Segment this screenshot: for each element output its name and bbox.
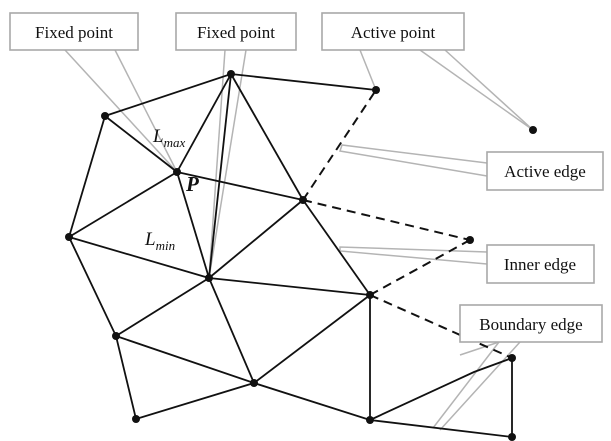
callout-text: Inner edge: [504, 255, 576, 274]
node: [205, 274, 213, 282]
edge: [208, 199, 304, 279]
leader-boundary-edge-c: [459, 341, 500, 356]
node: [466, 236, 474, 244]
node: [508, 354, 516, 362]
callout-box: [9, 12, 139, 51]
edge: [104, 115, 178, 173]
leader-active-edge: [339, 144, 488, 177]
callout-fixed-point-1: Fixed point: [9, 12, 139, 51]
node: [132, 415, 140, 423]
callout-boundary-edge: Boundary edge: [459, 304, 603, 343]
active-edges: [302, 89, 513, 359]
callout-box: [175, 12, 297, 51]
edge: [253, 294, 371, 384]
node: [112, 332, 120, 340]
edge: [230, 73, 304, 201]
leader-boundary-edge-a: [432, 341, 500, 429]
node: [299, 196, 307, 204]
l-min-subscript: min: [156, 238, 176, 253]
node: [508, 433, 516, 441]
edge: [68, 171, 178, 238]
leader-active-point-b: [444, 49, 534, 131]
leader-active-point-a: [359, 49, 377, 91]
dashed-edge: [369, 294, 513, 359]
callout-text: Active point: [351, 23, 436, 42]
dashed-edge: [302, 199, 471, 241]
node: [250, 379, 258, 387]
callout-text: Fixed point: [197, 23, 275, 42]
boundary-polyline: [68, 73, 513, 439]
l-max-label: Lmax: [152, 126, 185, 150]
leader-fixed-point-1b: [114, 49, 178, 173]
edge: [208, 277, 255, 384]
node: [372, 86, 380, 94]
callout-box: [486, 244, 595, 284]
callout-box: [459, 304, 603, 343]
node: [529, 126, 537, 134]
node: [366, 416, 374, 424]
mesh-edges: [68, 73, 513, 439]
callout-inner-edge: Inner edge: [486, 244, 595, 284]
edge: [302, 199, 371, 296]
callout-text: Boundary edge: [479, 315, 582, 334]
leader-boundary-edge-b: [439, 341, 521, 431]
node: [101, 112, 109, 120]
callout-box: [321, 12, 465, 51]
l-max-subscript: max: [164, 135, 186, 150]
callout-text: Fixed point: [35, 23, 113, 42]
leader-inner-edge: [339, 246, 488, 265]
dashed-edge: [369, 239, 471, 296]
callout-fixed-point-2: Fixed point: [175, 12, 297, 51]
node: [227, 70, 235, 78]
leader-lines: [64, 49, 534, 431]
callout-box: [486, 151, 604, 191]
edge: [176, 171, 210, 279]
edge: [176, 73, 232, 173]
point-p-label: P: [185, 172, 199, 196]
leader-active-point-c: [419, 49, 534, 131]
edge: [176, 171, 304, 201]
node: [65, 233, 73, 241]
l-min-label: Lmin: [144, 229, 175, 253]
callout-active-point: Active point: [321, 12, 465, 51]
point-p-node: [173, 168, 181, 176]
edge: [115, 277, 210, 337]
callout-active-edge: Active edge: [486, 151, 604, 191]
edge: [68, 236, 210, 279]
math-annotations: P Lmax Lmin: [144, 126, 199, 253]
dashed-edge: [302, 89, 377, 201]
edge: [208, 73, 232, 279]
callout-text: Active edge: [504, 162, 586, 181]
l-min-symbol: L: [144, 229, 156, 250]
mesh-nodes: [65, 70, 537, 441]
leader-fixed-point-2a: [208, 49, 226, 279]
edge: [115, 335, 255, 384]
edge: [208, 277, 371, 296]
l-max-symbol: L: [152, 126, 164, 147]
leader-fixed-point-2b: [208, 49, 247, 279]
node: [366, 291, 374, 299]
